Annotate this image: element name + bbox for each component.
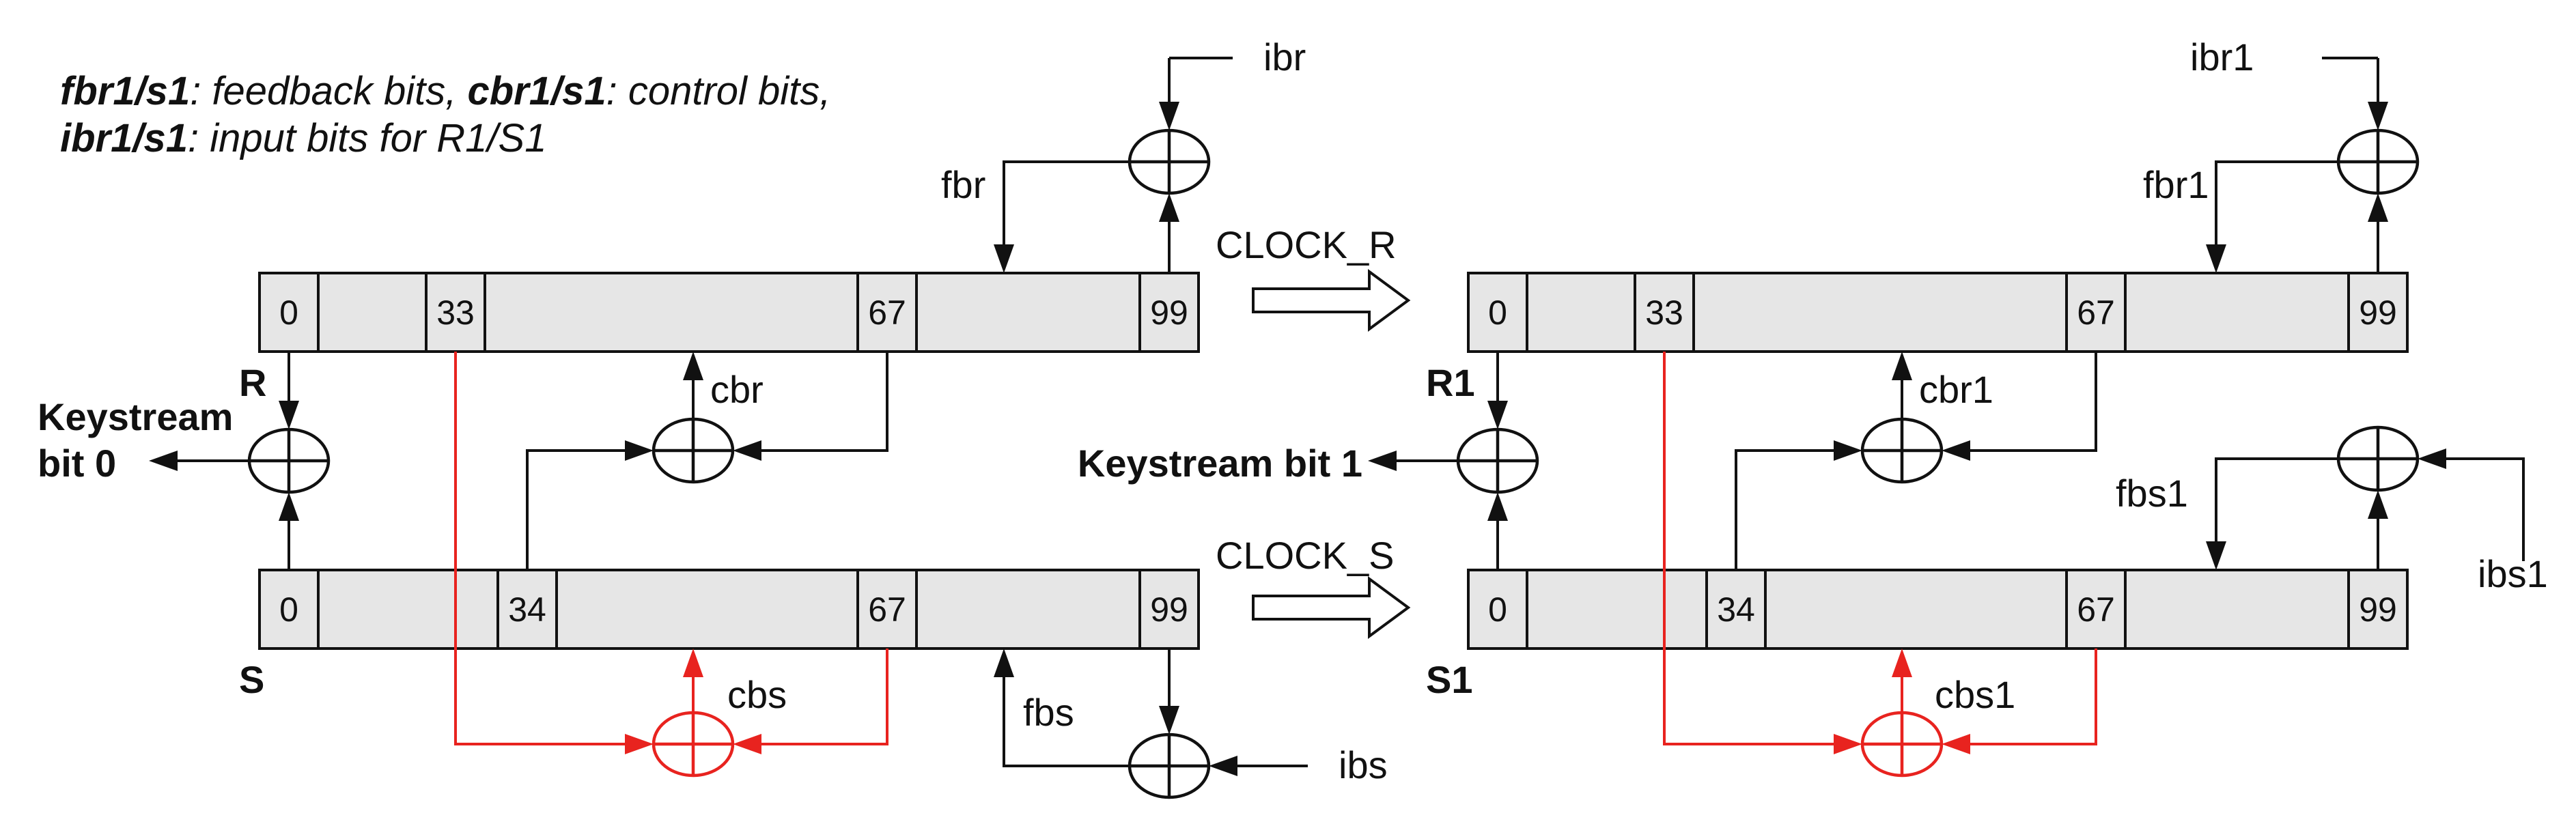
cell-label: 67 <box>868 590 906 629</box>
clock-s-arrow <box>1252 576 1411 639</box>
ibr1-xor <box>2336 128 2420 195</box>
cell-label: 67 <box>2077 294 2115 332</box>
clock-r-arrow <box>1252 269 1411 332</box>
fbs-label: fbs <box>1023 691 1074 734</box>
register-s1-label: S1 <box>1426 658 1473 701</box>
fbs1-label: fbs1 <box>2116 472 2188 515</box>
legend-line-1: fbr1/s1: feedback bits, cbr1/s1: control… <box>60 69 830 113</box>
left-stage: 0 33 67 99 R 0 34 67 99 S <box>38 35 1388 799</box>
cbs-xor <box>652 711 735 778</box>
register-s-label: S <box>239 658 264 701</box>
keystream-xor <box>247 427 331 494</box>
fbr1-label: fbr1 <box>2143 163 2209 206</box>
fbs-xor <box>1128 732 1211 799</box>
register-r1-label: R1 <box>1426 361 1475 404</box>
fbr-label: fbr <box>941 163 985 206</box>
cell-label: 33 <box>1645 294 1683 332</box>
cbr1-label: cbr1 <box>1919 368 1993 411</box>
register-r-label: R <box>239 361 266 404</box>
cell-label: 67 <box>868 294 906 332</box>
cell-label: 67 <box>2077 590 2115 629</box>
keystream-label: Keystream <box>38 395 233 438</box>
register-s: 0 34 67 99 <box>258 569 1200 650</box>
register-r: 0 33 67 99 <box>258 272 1200 353</box>
legend-line-2: ibr1/s1: input bits for R1/S1 <box>60 116 546 160</box>
cbr-label: cbr <box>710 368 764 411</box>
cell-label: 34 <box>1717 590 1755 629</box>
cell-label: 99 <box>1150 590 1188 629</box>
register-r1: 0 33 67 99 <box>1467 272 2409 353</box>
clock-r-label: CLOCK_R <box>1216 223 1397 266</box>
ibr-xor <box>1128 128 1211 195</box>
ibr1-label: ibr1 <box>2190 35 2254 79</box>
register-s1: 0 34 67 99 <box>1467 569 2409 650</box>
cell-label: 0 <box>279 294 298 332</box>
cbs-label: cbs <box>727 673 787 716</box>
cbs1-xor <box>1860 711 1944 778</box>
cbr-xor <box>652 417 735 484</box>
cell-label: 0 <box>1488 590 1507 629</box>
right-stage: 0 33 67 99 R1 0 34 67 99 S1 <box>1078 35 2548 778</box>
cell-label: 33 <box>436 294 475 332</box>
ibs1-label: ibs1 <box>2478 552 2548 595</box>
cell-label: 99 <box>2359 294 2397 332</box>
cell-label: 0 <box>1488 294 1507 332</box>
keystream-label: bit 0 <box>38 442 116 485</box>
cell-label: 34 <box>508 590 546 629</box>
cell-label: 99 <box>1150 294 1188 332</box>
keystream-1-xor <box>1456 427 1539 494</box>
keystream-1-label: Keystream bit 1 <box>1078 442 1362 485</box>
ibr-label: ibr <box>1263 35 1306 79</box>
cbs1-label: cbs1 <box>1935 673 2015 716</box>
cell-label: 99 <box>2359 590 2397 629</box>
clock-s-label: CLOCK_S <box>1216 534 1394 577</box>
cell-label: 0 <box>279 590 298 629</box>
cbr1-xor <box>1860 417 1944 484</box>
ibs-label: ibs <box>1339 743 1388 786</box>
fbs1-xor <box>2336 425 2420 492</box>
